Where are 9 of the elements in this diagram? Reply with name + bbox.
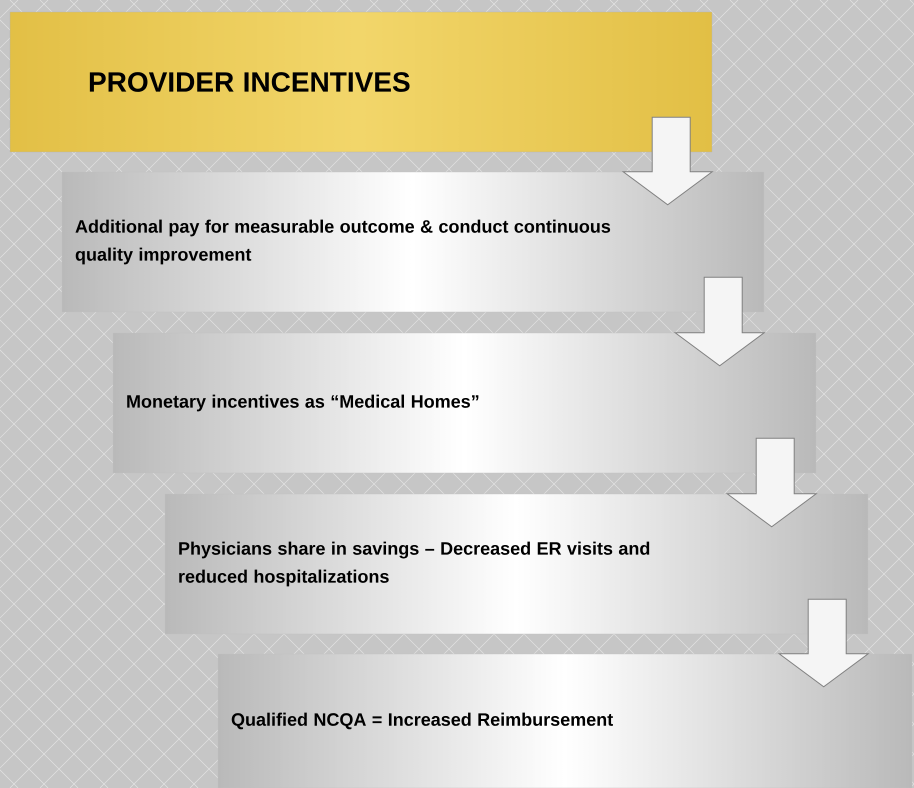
block-arrow: [622, 116, 714, 206]
block-arrow: [778, 598, 870, 688]
step-box: Monetary incentives as “Medical Homes”: [112, 332, 816, 474]
step-box: Additional pay for measurable outcome & conduct continuous quality improvement: [62, 172, 764, 312]
block-arrow: [674, 276, 766, 366]
step-box: Qualified NCQA = Increased Reimbursement: [218, 654, 912, 788]
step-box: Physicians share in savings – Decreased ER visits and reduced hospitalizations: [164, 494, 868, 634]
title-box: PROVIDER INCENTIVES: [10, 12, 712, 152]
block-arrow: [726, 438, 818, 528]
